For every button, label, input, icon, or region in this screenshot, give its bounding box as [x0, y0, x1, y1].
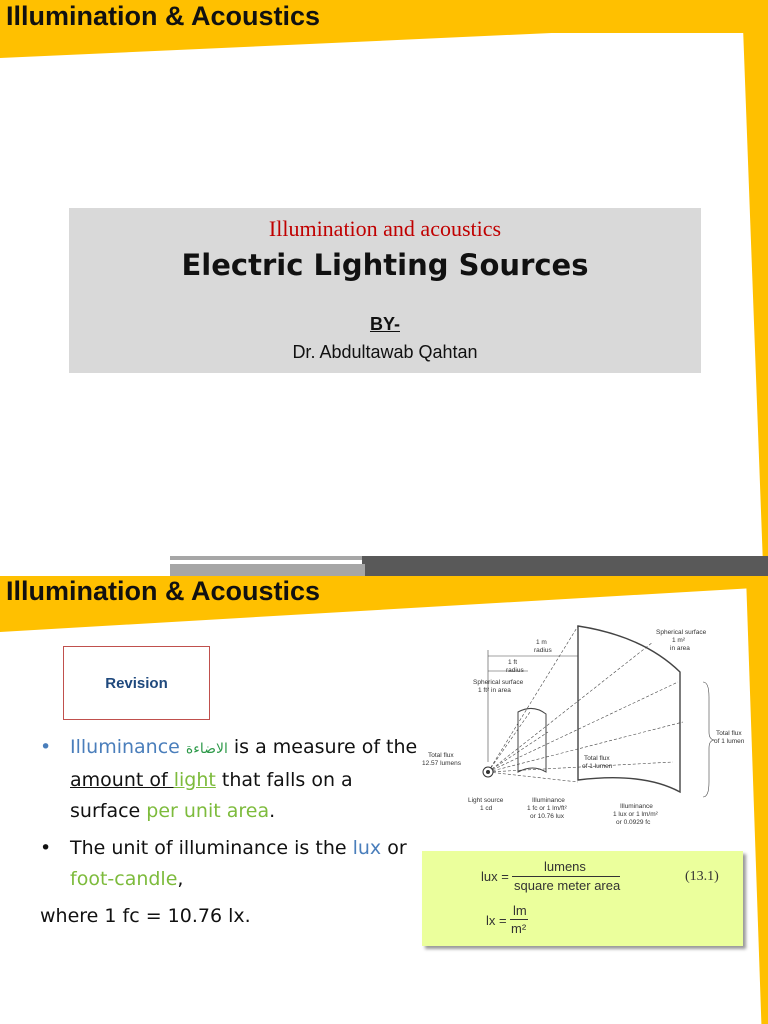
diagram-label: in area [670, 645, 690, 652]
right-yellow-edge-2 [746, 576, 768, 1024]
formula-lhs-1: lux = [481, 869, 509, 884]
formula-numerator-1: lumens [544, 859, 586, 874]
diagram-label: Total flux [716, 730, 742, 737]
bullet-list: • Illuminance الاضاءة is a measure of the… [40, 732, 420, 932]
diagram-label: Illuminance [532, 797, 565, 804]
term-lux: lux [352, 837, 382, 859]
amount-of: amount of [70, 769, 174, 791]
diagram-label: Spherical surface [656, 629, 707, 636]
author-name: Dr. Abdultawab Qahtan [292, 342, 478, 362]
top-strip-dark [362, 560, 768, 576]
equation-number: (13.1) [685, 869, 719, 884]
course-subtitle: Illumination and acoustics [268, 216, 502, 241]
diagram-label: of 1 lumen [582, 763, 613, 770]
where-line: where 1 fc = 10.76 lx. [40, 905, 251, 927]
formula-denominator-2: m² [511, 921, 527, 936]
diagram-label: 1 m² [672, 637, 686, 644]
term-foot-candle: foot-candle [70, 868, 178, 890]
right-yellow-edge [742, 0, 768, 560]
text-run: , [177, 868, 184, 890]
term-light: light [173, 769, 216, 791]
diagram-label: Light source [468, 797, 504, 804]
per-unit-area: per unit area [146, 800, 270, 822]
text-run: that falls on a surface [70, 769, 353, 822]
diagram-label: Total flux [428, 752, 454, 759]
diagram-label: Total flux [584, 755, 610, 762]
formula-denominator-1: square meter area [514, 878, 621, 893]
bullet-dot: • [40, 837, 52, 859]
text-run: or [381, 837, 407, 859]
diagram-label: Illuminance [620, 803, 653, 810]
arabic-term: الاضاءة [185, 741, 228, 757]
footer-strip-dark [362, 556, 768, 560]
diagram-label: of 1 lumen [714, 738, 745, 745]
bullet-unit: • The unit of illuminance is the lux or … [40, 833, 420, 895]
diagram-label: 1 lux or 1 lm/m² [613, 811, 659, 818]
text-run: is a measure of the [227, 736, 418, 758]
text-run: The unit of illuminance is the [70, 837, 353, 859]
text-run: . [269, 800, 276, 822]
formula-lhs-2: lx = [486, 913, 507, 928]
top-strip-light [170, 564, 365, 576]
slide-1: Illumination & Acoustics Illumination an… [0, 0, 768, 560]
lecture-title: Electric Lighting Sources [181, 248, 589, 282]
diagram-label: 12.57 lumens [422, 760, 462, 767]
bullet-dot: • [40, 736, 52, 758]
formula-numerator-2: lm [513, 903, 527, 918]
slide-header: Illumination & Acoustics [6, 1, 321, 31]
diagram-label: 1 cd [480, 805, 493, 812]
diagram-label: 1 fc or 1 lm/ft² [527, 805, 568, 812]
diagram-label: 1 ft² in area [478, 687, 511, 694]
diagram-label: radius [534, 647, 552, 654]
diagram-label: Spherical surface [473, 679, 524, 686]
diagram-label: 1 ft [508, 659, 517, 666]
footer-strip-light [170, 556, 365, 560]
slide-2: Illumination & Acoustics Revision • Illum… [0, 560, 768, 1024]
diagram-label: or 0.0929 fc [616, 819, 651, 826]
slide-header-2: Illumination & Acoustics [6, 576, 321, 606]
fraction-line-1 [512, 876, 620, 877]
bullet-illuminance: • Illuminance الاضاءة is a measure of the… [40, 732, 420, 827]
diagram-label: radius [506, 667, 524, 674]
fraction-line-2 [510, 919, 528, 920]
diagram-label: 1 m [536, 639, 547, 646]
term-illuminance: Illuminance [70, 736, 180, 758]
formula-box: lux = lumens square meter area (13.1) lx… [422, 851, 743, 946]
by-label: BY- [369, 314, 400, 334]
diagram-label: or 10.76 lux [530, 813, 565, 820]
revision-box: Revision [63, 646, 210, 720]
title-box: Illumination and acoustics Electric Ligh… [69, 208, 701, 373]
illuminance-diagram: 1 m radius 1 ft radius Spherical surface… [422, 625, 745, 826]
